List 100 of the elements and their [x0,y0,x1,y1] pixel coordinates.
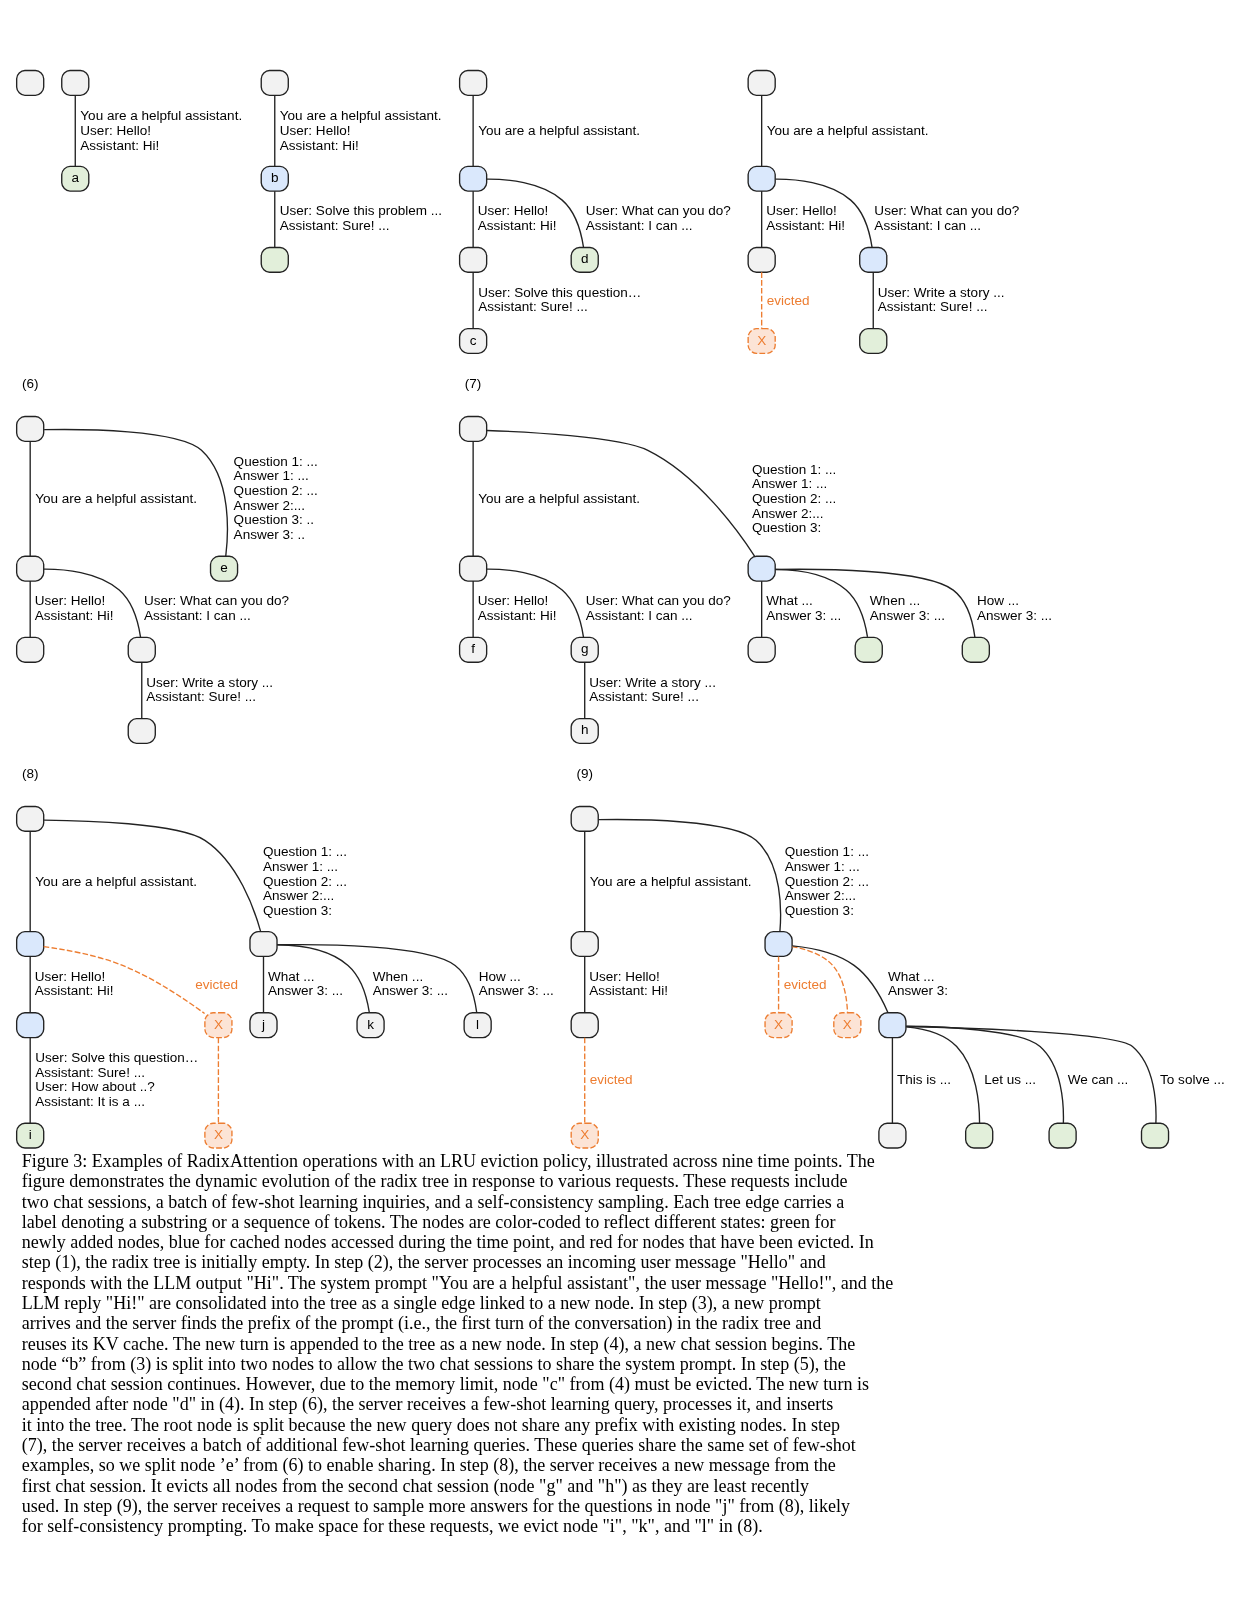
connector [29,955,31,1014]
edge-label: User: Write a story ... Assistant: Sure! ... [146,674,273,705]
node-box [747,69,776,96]
connector [43,946,206,1015]
node-box [458,69,488,96]
node-box [458,415,488,442]
edge-label: Question 1: ... Answer 1: ... Question 2: ... Answer 2:... Question 3: [784,844,869,918]
connector [274,94,276,167]
edge-label: You are a helpful assistant. [766,122,929,138]
edge-label: How ... Answer 3: ... [976,593,1053,624]
edge-label: evicted [195,976,239,992]
connector [891,1037,894,1124]
edge-label: Question 1: ... Answer 1: ... Question 2: ... Answer 2:... Question 3: .. Answer 3: .. [233,453,318,542]
edge-label: User: Hello! Assistant: Hi! [477,203,557,234]
connector [584,1037,586,1124]
node-box [570,930,599,958]
edge-label: User: What can you do? Assistant: I can ... [874,203,1020,234]
connector [29,1037,31,1124]
connector [29,830,31,933]
connector [761,580,763,639]
node-box [570,1012,599,1039]
edge-label: User: Solve this question… Assistant: Sure! ... User: How about ..? Assistant: It is a ... [35,1049,199,1109]
connector [472,580,474,639]
connector [584,955,586,1014]
node-box [1048,1122,1077,1149]
edge-label: Let us ... [984,1072,1037,1088]
node-box [878,1122,907,1149]
edge-label: To solve ... [1160,1072,1225,1088]
edge-label: You are a helpful assistant. [35,873,198,889]
edge-label: Question 1: ... Answer 1: ... Question 2: ... Answer 2:... Question 3: [752,461,837,536]
connector [791,945,889,1014]
connector [472,271,474,330]
node-box [965,1122,994,1149]
node-box [249,930,278,958]
connector [761,94,763,167]
edge-label: You are a helpful assistant. [478,490,641,506]
node-box [458,555,488,582]
edge-label: How ... Answer 3: ... [478,968,554,999]
node-box [260,246,289,273]
edge-label: User: Hello! Assistant: Hi! [477,593,557,624]
connector [774,568,976,638]
connector [141,661,143,720]
connector [791,945,849,1014]
connector [905,1026,981,1124]
connector [43,568,142,639]
connector [486,429,756,557]
connector [761,271,763,330]
edge-label: evicted [589,1072,633,1088]
connector [905,1025,1157,1124]
connector [584,830,586,933]
connector [74,94,76,167]
node-box [16,415,45,442]
label: (9) [576,766,593,782]
node-box [859,246,888,273]
edge-label: evicted [783,976,827,992]
node-box [961,636,990,663]
node-box [747,165,776,192]
node-box [747,636,776,663]
node-box [16,1012,45,1039]
connector [43,819,262,933]
connector [276,943,478,1014]
node-box [16,636,45,663]
connector [217,1037,220,1124]
connector [777,955,780,1014]
connector [29,441,31,557]
node-box [16,69,45,96]
label: (7) [464,376,482,392]
node-box [764,930,793,958]
node-box [458,246,488,273]
edge-label: When ... Answer 3: ... [372,968,448,999]
node-box [854,636,883,663]
node-box [570,805,599,832]
node-box [127,636,156,663]
node-box [859,327,888,355]
node-box [61,69,90,96]
edge-label: User: What can you do? Assistant: I can ... [585,593,731,624]
connector [905,1025,1065,1124]
connector [597,818,782,933]
node-box [16,805,45,832]
edge-label: You are a helpful assistant. [478,122,641,138]
connector [774,178,873,249]
connector [472,441,474,557]
connector [872,271,874,330]
caption: Figure 3: Examples of RadixAttention operations with an LRU eviction policy, illustrated across nine time points. The figure demonstrates the dynamic evolution of the radix tree in response to various requests. These requests include two chat sessions, a batch of few-shot learning inquiries, and a self-consistency sampling. Each tree edge carries a label denoting a substring or a sequence of tokens. The nodes are color-coded to reflect different states: green for newly added nodes, blue for cached nodes accessed during the time point, and red for nodes that have been evicted. In step (1), the radix tree is initially empty. In step (2), the server processes an incoming user message "Hello" and responds with the LLM output "Hi". The system prompt "You are a helpful assistant", the user message "Hello!", and the LLM reply "Hi!" are consolidated into the tree as a single edge linked to a new node. In step (3), a new prompt arrives and the server finds the prefix of the prompt (i.e., the first turn of the conversation) in the radix tree and reuses its KV cache. The new turn is appended to the tree as a new node. In step (4), a new chat session begins. The node “b” from (3) is split into two nodes to allow the two chat sessions to share the system prompt. In step (5), the second chat session continues. However, due to the memory limit, node "c" from (4) must be evicted. The new turn is appended after node "d" in (4). In step (6), the server receives a few-shot learning query, processes it, and inserts it into the tree. The root node is split because the new query does not share any prefix with existing nodes. In step (7), the server receives a batch of additional few-shot learning queries. These queries share the same set of few-shot examples, so we split node ’e’ from (6) to enable sharing. In step (8), the server receives a new message from the first chat session. It evicts all nodes from the second chat session (node "g" and "h") as they are least recently used. In step (9), the server receives a request to sample more answers for the questions in node "j" from (8), likely for self-consistency prompting. To make space for these requests, we evict node "i", "k", and "l" in (8). [21,1150,894,1537]
connector [584,661,586,720]
edge-label: evicted [766,292,810,308]
node-box [747,246,776,273]
edge-label: User: What can you do? Assistant: I can ... [585,203,731,234]
edge-label: User: Solve this problem ... Assistant: Sure! ... [279,203,443,234]
edge-label: User: Solve this question… Assistant: Sure! ... [478,284,642,315]
node-box [16,555,45,582]
edge-label: User: Write a story ... Assistant: Sure! ... [877,284,1005,315]
edge-label: What ... Answer 3: ... [268,968,344,999]
edge-label: This is ... [896,1072,951,1088]
edge-label: You are a helpful assistant. [589,873,752,889]
node-box [747,555,776,582]
node-box [127,717,156,745]
node-box [260,69,289,96]
edge-label: User: Hello! Assistant: Hi! [34,593,114,624]
label: (8) [21,766,39,782]
